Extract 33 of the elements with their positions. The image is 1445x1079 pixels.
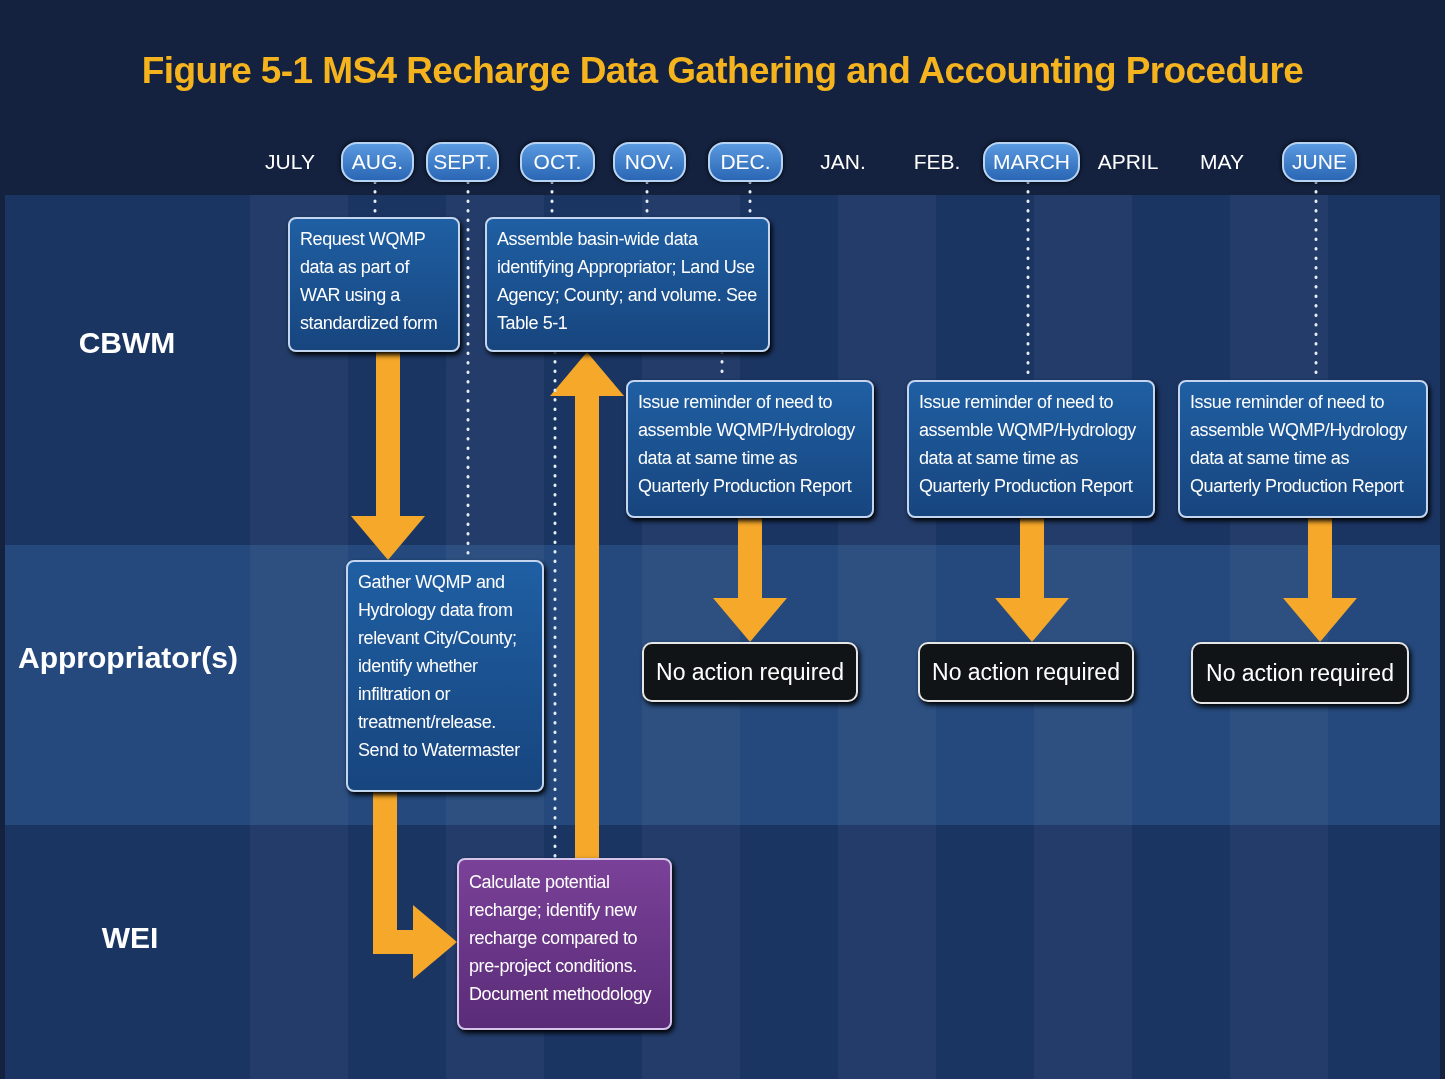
flow-arrow xyxy=(351,352,425,560)
month-label: MAY xyxy=(1200,150,1244,174)
month-label: APRIL xyxy=(1097,150,1159,174)
process-box: Issue reminder of need to assemble WQMP/Hydrology data at same time as Quarterly Production Report xyxy=(626,380,874,518)
row-label: WEI xyxy=(101,921,159,955)
flow-arrow xyxy=(995,518,1069,642)
flow-arrow xyxy=(713,518,787,642)
figure-title: Figure 5-1 MS4 Recharge Data Gathering and Accounting Procedure xyxy=(140,50,1305,92)
row-label: Appropriator(s) xyxy=(18,641,238,675)
month-label: FEB. xyxy=(913,150,961,174)
month-badge: MARCH xyxy=(983,142,1080,182)
process-box: Request WQMP data as part of WAR using a standardized form xyxy=(288,217,460,352)
process-box: Gather WQMP and Hydrology data from relevant City/County; identify whether infiltration or treatment/release. Send to Watermaster xyxy=(346,560,544,792)
status-box: No action required xyxy=(642,642,858,702)
month-badge: AUG. xyxy=(341,142,414,182)
status-box: No action required xyxy=(1191,642,1409,704)
process-box: Assemble basin-wide data identifying Appropriator; Land Use Agency; County; and volume. See Table 5-1 xyxy=(485,217,770,352)
month-label: JULY xyxy=(265,150,315,174)
flow-arrow xyxy=(550,352,624,858)
month-badge: OCT. xyxy=(520,142,595,182)
month-badge: NOV. xyxy=(613,142,686,182)
process-box: Issue reminder of need to assemble WQMP/Hydrology data at same time as Quarterly Production Report xyxy=(1178,380,1428,518)
month-label: JAN. xyxy=(820,150,866,174)
flow-arrow xyxy=(373,792,457,979)
month-badge: DEC. xyxy=(708,142,783,182)
flow-arrow xyxy=(1283,518,1357,642)
status-box: No action required xyxy=(918,642,1134,702)
month-badge: SEPT. xyxy=(426,142,499,182)
month-badge: JUNE xyxy=(1282,142,1357,182)
process-box: Calculate potential recharge; identify new recharge compared to pre-project conditions. Document methodology xyxy=(457,858,672,1030)
process-box: Issue reminder of need to assemble WQMP/Hydrology data at same time as Quarterly Production Report xyxy=(907,380,1155,518)
dotted-leader-line xyxy=(553,350,557,860)
row-label: CBWM xyxy=(78,326,176,360)
